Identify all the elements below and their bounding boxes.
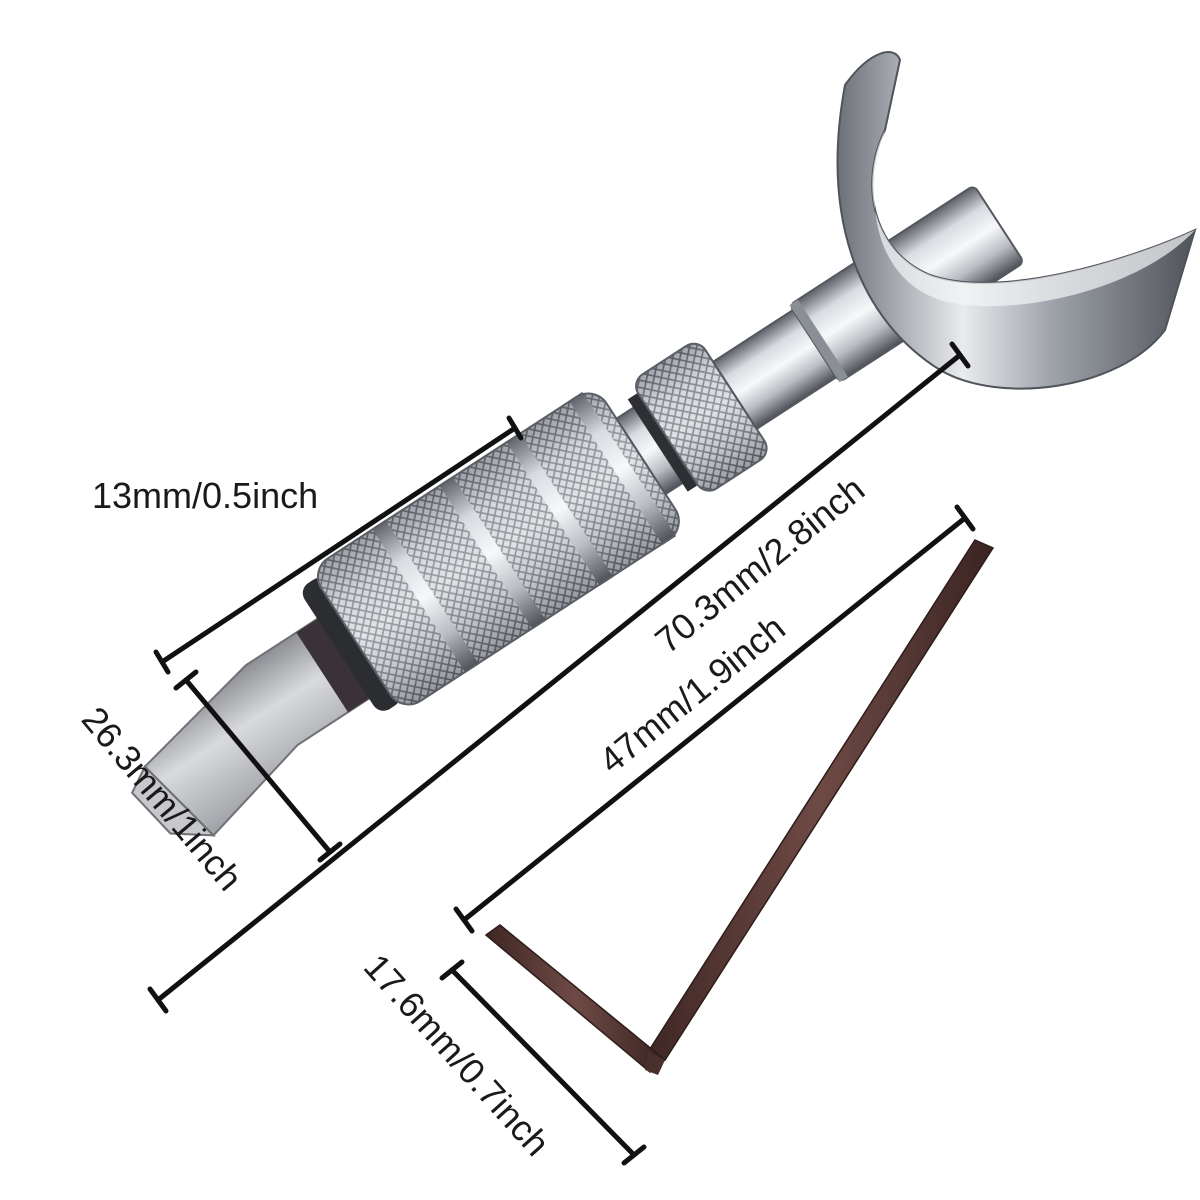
barrel-end-ring bbox=[302, 577, 401, 711]
blade bbox=[130, 614, 375, 837]
barrel-groove bbox=[438, 476, 547, 630]
barrel-groove bbox=[371, 519, 479, 673]
dimension-hex-key-arm bbox=[439, 959, 647, 1166]
dimension-overall-length bbox=[147, 341, 971, 1014]
finger-yoke bbox=[836, 51, 1197, 390]
hex-key bbox=[484, 539, 995, 1075]
dimension-grip-width bbox=[153, 415, 524, 675]
spacer-washer bbox=[627, 392, 698, 492]
dimension-barrel-length bbox=[453, 504, 976, 934]
swivel-knife bbox=[130, 186, 1023, 837]
barrel-groove bbox=[506, 432, 614, 586]
dimension-blade-length bbox=[173, 669, 343, 863]
barrel-groove bbox=[568, 391, 677, 545]
label-grip-width: 13mm/0.5inch bbox=[92, 475, 318, 516]
adjustment-nut bbox=[635, 342, 768, 492]
